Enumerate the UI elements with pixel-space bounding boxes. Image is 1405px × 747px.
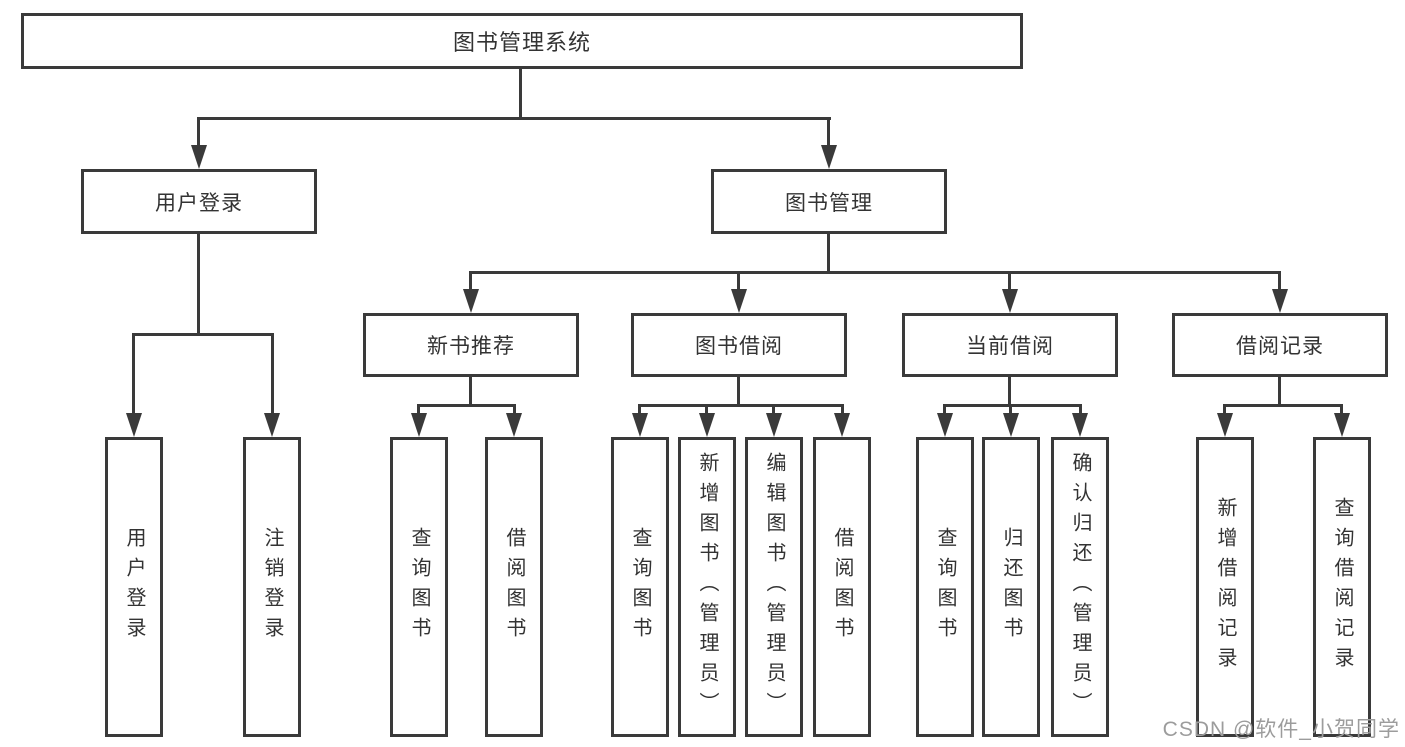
connector-line <box>132 333 135 417</box>
arrowhead-icon <box>834 413 850 437</box>
connector-line <box>1079 404 1082 418</box>
node-user-login: 用户登录 <box>81 169 317 234</box>
arrowhead-icon <box>463 289 479 313</box>
connector-line <box>417 404 516 407</box>
arrowhead-icon <box>126 413 142 437</box>
node-book-borrowing: 图书借阅 <box>631 313 847 377</box>
connector-line <box>1008 271 1011 293</box>
node-leaf-return-book: 归还图书 <box>982 437 1040 737</box>
node-label: 编辑图书（管理员） <box>763 452 785 722</box>
arrowhead-icon <box>731 289 747 313</box>
connector-line <box>132 333 274 336</box>
node-label: 查询图书 <box>934 527 956 647</box>
node-book-management: 图书管理 <box>711 169 947 234</box>
node-leaf-query-book-borrowing: 查询图书 <box>611 437 669 737</box>
arrowhead-icon <box>632 413 648 437</box>
connector-line <box>513 404 516 418</box>
connector-line <box>469 377 472 406</box>
connector-line <box>1278 377 1281 406</box>
arrowhead-icon <box>699 413 715 437</box>
arrowhead-icon <box>1334 413 1350 437</box>
node-new-book-recommend: 新书推荐 <box>363 313 579 377</box>
node-label: 用户登录 <box>123 527 145 647</box>
arrowhead-icon <box>506 413 522 437</box>
connector-line <box>638 404 641 418</box>
node-leaf-add-borrow-record: 新增借阅记录 <box>1196 437 1254 737</box>
connector-line <box>271 333 274 417</box>
connector-line <box>1009 404 1012 418</box>
arrowhead-icon <box>766 413 782 437</box>
node-leaf-query-book-recommend: 查询图书 <box>390 437 448 737</box>
node-leaf-edit-book-admin: 编辑图书（管理员） <box>745 437 803 737</box>
node-leaf-query-book-current: 查询图书 <box>916 437 974 737</box>
connector-line <box>827 117 830 149</box>
node-library-management-system: 图书管理系统 <box>21 13 1023 69</box>
node-label: 新增图书（管理员） <box>696 452 718 722</box>
arrowhead-icon <box>1002 289 1018 313</box>
node-label: 新书推荐 <box>427 335 515 358</box>
connector-line <box>1340 404 1343 418</box>
node-leaf-query-borrow-record: 查询借阅记录 <box>1313 437 1371 737</box>
arrowhead-icon <box>1272 289 1288 313</box>
connector-line <box>943 404 946 418</box>
node-label: 借阅记录 <box>1236 335 1324 358</box>
arrowhead-icon <box>1072 413 1088 437</box>
connector-line <box>705 404 708 418</box>
node-label: 归还图书 <box>1000 527 1022 647</box>
connector-line <box>469 271 472 293</box>
node-leaf-confirm-return-admin: 确认归还（管理员） <box>1051 437 1109 737</box>
node-label: 新增借阅记录 <box>1214 497 1236 677</box>
connector-line <box>638 404 844 407</box>
arrowhead-icon <box>937 413 953 437</box>
connector-line <box>1008 377 1011 406</box>
node-label: 用户登录 <box>155 191 243 215</box>
node-label: 确认归还（管理员） <box>1069 452 1091 722</box>
connector-line <box>772 404 775 418</box>
node-leaf-user-login: 用户登录 <box>105 437 163 737</box>
connector-line <box>943 404 1082 407</box>
node-label: 图书借阅 <box>695 335 783 358</box>
arrowhead-icon <box>1003 413 1019 437</box>
connector-line <box>1223 404 1226 418</box>
node-current-borrowing: 当前借阅 <box>902 313 1118 377</box>
node-leaf-borrow-book: 借阅图书 <box>813 437 871 737</box>
node-label: 查询借阅记录 <box>1331 497 1353 677</box>
connector-line <box>198 117 831 120</box>
arrowhead-icon <box>264 413 280 437</box>
node-label: 借阅图书 <box>831 527 853 647</box>
node-label: 注销登录 <box>261 527 283 647</box>
connector-line <box>841 404 844 418</box>
arrowhead-icon <box>1217 413 1233 437</box>
node-borrow-records: 借阅记录 <box>1172 313 1388 377</box>
connector-line <box>827 234 830 274</box>
node-leaf-logout: 注销登录 <box>243 437 301 737</box>
connector-line <box>197 117 200 149</box>
node-label: 查询图书 <box>629 527 651 647</box>
node-label: 借阅图书 <box>503 527 525 647</box>
node-label: 查询图书 <box>408 527 430 647</box>
csdn-watermark: CSDN @软件_小贺同学 <box>1162 718 1400 741</box>
connector-line <box>519 69 522 119</box>
connector-line <box>469 271 1281 274</box>
arrowhead-icon <box>411 413 427 437</box>
arrowhead-icon <box>191 145 207 169</box>
connector-line <box>737 377 740 406</box>
connector-line <box>737 271 740 293</box>
node-leaf-borrow-book-recommend: 借阅图书 <box>485 437 543 737</box>
connector-line <box>1278 271 1281 293</box>
node-label: 图书管理 <box>785 191 873 215</box>
connector-line <box>417 404 420 418</box>
node-label: 图书管理系统 <box>452 30 591 55</box>
node-label: 当前借阅 <box>966 335 1054 358</box>
connector-line <box>197 234 200 336</box>
connector-line <box>1223 404 1343 407</box>
node-leaf-add-book-admin: 新增图书（管理员） <box>678 437 736 737</box>
arrowhead-icon <box>821 145 837 169</box>
